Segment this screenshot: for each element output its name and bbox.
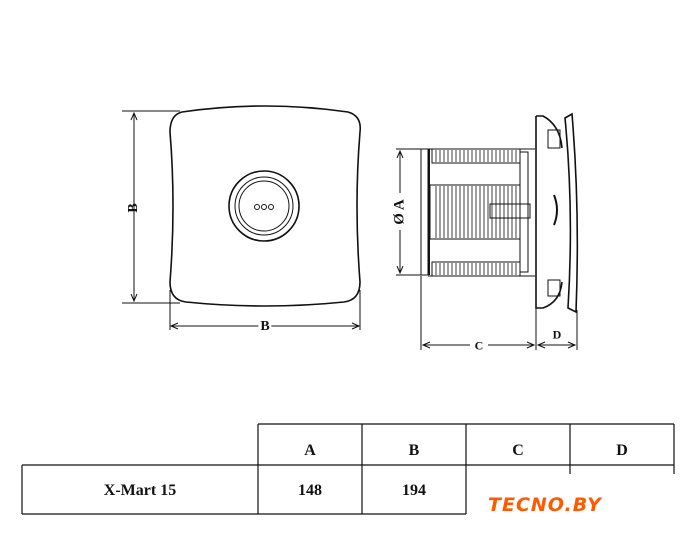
depth-label-d: D	[552, 327, 562, 342]
front-view	[122, 105, 362, 330]
header-b: B	[408, 442, 420, 459]
header-c: C	[512, 442, 524, 459]
model-name: X-Mart 15	[103, 482, 177, 499]
diameter-label: Ø A	[391, 199, 408, 225]
dimension-table-grid	[21, 423, 675, 515]
value-a: 148	[298, 482, 322, 499]
side-view	[396, 112, 579, 350]
header-d: D	[616, 442, 628, 459]
value-b: 194	[402, 482, 426, 499]
front-width-label: B	[258, 319, 272, 335]
tecno-by-watermark-logo: TECNO.BY	[488, 494, 602, 516]
front-height-label: B	[126, 203, 141, 213]
header-a: A	[304, 442, 316, 459]
depth-label-c: C	[474, 338, 484, 353]
